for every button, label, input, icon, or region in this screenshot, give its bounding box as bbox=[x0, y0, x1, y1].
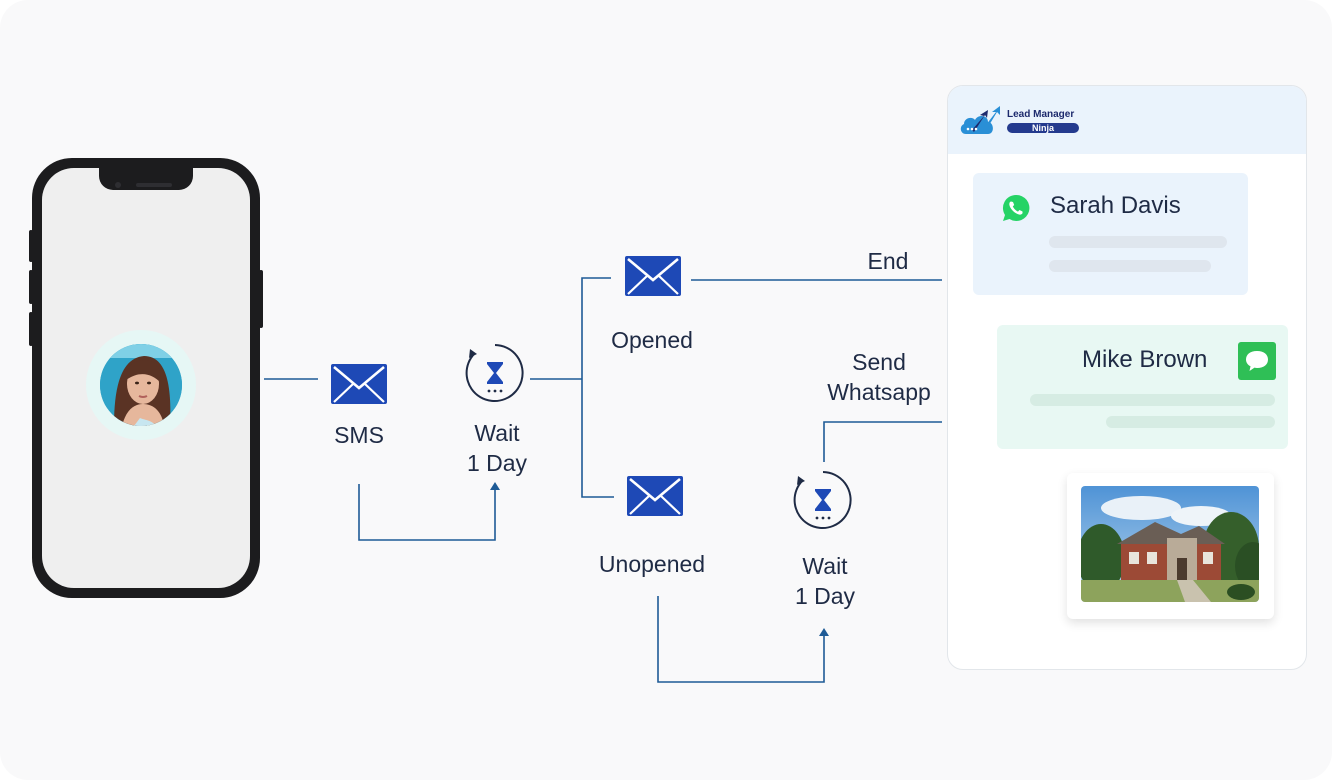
photo-card[interactable] bbox=[1067, 473, 1274, 619]
phone-side-button bbox=[29, 312, 33, 346]
arrow-head bbox=[819, 628, 829, 636]
speaker bbox=[136, 183, 172, 187]
wait1-label: Wait 1 Day bbox=[466, 420, 528, 476]
unopened-label: Unopened bbox=[598, 551, 706, 577]
message-icon bbox=[1238, 342, 1276, 385]
placeholder-line bbox=[1030, 394, 1275, 406]
sms-envelope-icon bbox=[331, 364, 387, 409]
end-label: End bbox=[867, 248, 909, 274]
connector-lines bbox=[264, 277, 942, 683]
house-photo bbox=[1081, 486, 1259, 602]
phone bbox=[32, 158, 260, 598]
brand-name: Lead Manager bbox=[1007, 109, 1075, 120]
send-whatsapp-label: Send Whatsapp bbox=[827, 349, 931, 405]
opened-envelope-icon bbox=[625, 256, 681, 301]
contact-card-mike[interactable]: Mike Brown bbox=[997, 325, 1288, 449]
phone-notch bbox=[99, 168, 193, 190]
placeholder-line bbox=[1049, 236, 1227, 248]
contact-card-sarah[interactable]: Sarah Davis bbox=[973, 173, 1248, 295]
sms-label: SMS bbox=[334, 422, 384, 448]
hourglass-cycle-icon bbox=[793, 470, 853, 535]
unopened-envelope-icon bbox=[627, 476, 683, 521]
panel-header: Lead Manager Ninja bbox=[948, 86, 1306, 154]
brand-badge: Ninja bbox=[1007, 123, 1079, 133]
opened-label: Opened bbox=[611, 327, 693, 353]
lead-manager-logo-icon bbox=[958, 104, 1004, 143]
phone-side-button bbox=[29, 230, 33, 262]
placeholder-line bbox=[1049, 260, 1211, 272]
whatsapp-icon bbox=[1001, 193, 1031, 228]
camera-icon bbox=[115, 182, 121, 188]
contact-name: Mike Brown bbox=[1082, 346, 1208, 373]
arrow-head bbox=[490, 482, 500, 490]
hourglass-cycle-icon bbox=[465, 343, 525, 408]
wait2-label: Wait 1 Day bbox=[794, 553, 856, 609]
placeholder-line bbox=[1106, 416, 1275, 428]
contact-name: Sarah Davis bbox=[1050, 192, 1181, 219]
phone-side-button bbox=[29, 270, 33, 304]
phone-side-button bbox=[259, 270, 263, 328]
avatar bbox=[100, 344, 182, 426]
